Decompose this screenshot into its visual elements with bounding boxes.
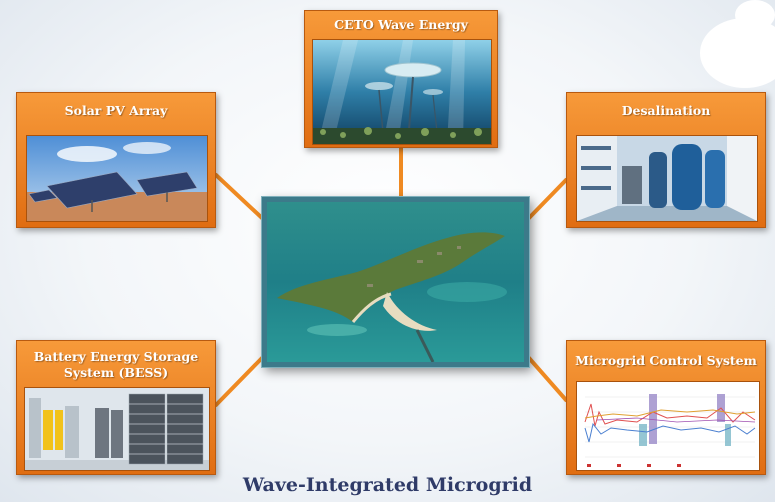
ceto-title: CETO Wave Energy (334, 17, 468, 32)
battery-racks-icon (24, 387, 210, 471)
connector-bess (214, 356, 264, 407)
ceto-card: CETO Wave Energy (304, 10, 498, 148)
bess-card: Battery Energy Storage System (BESS) (16, 340, 216, 475)
desalination-plant-icon (576, 135, 758, 222)
underwater-wave-buoy-icon (312, 39, 492, 145)
solar-title: Solar PV Array (64, 103, 168, 118)
connector-desal (527, 178, 568, 220)
connector-control (527, 356, 568, 402)
bess-title: Battery Energy Storage System (BESS) (33, 349, 199, 380)
solar-panels-icon (26, 135, 208, 222)
control-chart-icon (576, 381, 760, 471)
main-title: Wave-Integrated Microgrid (242, 474, 533, 496)
decor-blob (700, 18, 775, 88)
desal-title: Desalination (621, 103, 711, 118)
solar-card: Solar PV Array (16, 92, 216, 228)
control-title: Microgrid Control System (575, 353, 757, 368)
decor-blob (735, 0, 775, 30)
control-card: Microgrid Control System (566, 340, 766, 475)
desal-card: Desalination (566, 92, 766, 228)
connector-solar (214, 173, 264, 220)
island-aerial-icon (262, 197, 529, 367)
